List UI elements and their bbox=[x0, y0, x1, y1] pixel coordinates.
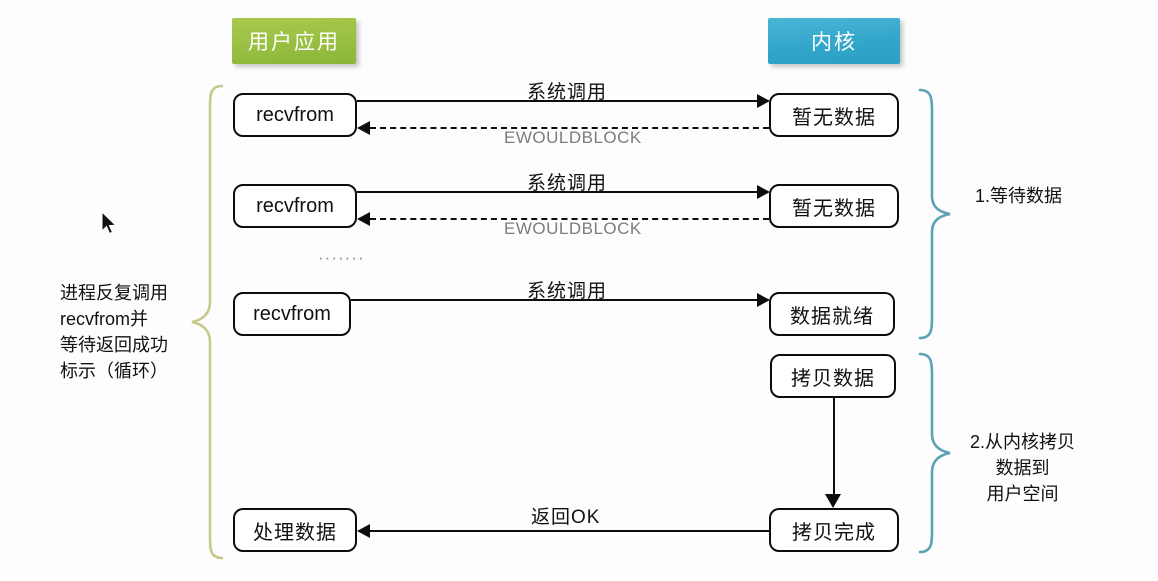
node-kernel-data-ready[interactable]: 数据就绪 bbox=[769, 292, 895, 336]
left-note-text: 进程反复调用 recvfrom并 等待返回成功 标示（循环） bbox=[60, 280, 168, 384]
node-recvfrom-3[interactable]: recvfrom bbox=[233, 292, 351, 336]
edge-return-label-1: EWOULDBLOCK bbox=[504, 128, 642, 147]
edge-return-line-2 bbox=[370, 218, 769, 220]
right-note-phase-2-line-3: 用户空间 bbox=[986, 484, 1059, 504]
edge-syscall-label-3: 系统调用 bbox=[527, 281, 608, 302]
header-kernel: 内核 bbox=[768, 18, 900, 64]
header-user-application: 用户应用 bbox=[232, 18, 356, 64]
edge-syscall-label-1: 系统调用 bbox=[527, 82, 608, 103]
node-kernel-no-data-2[interactable]: 暂无数据 bbox=[769, 184, 899, 228]
node-recvfrom-2[interactable]: recvfrom bbox=[233, 184, 357, 228]
edge-syscall-label-2: 系统调用 bbox=[527, 173, 608, 194]
edge-return-label-2: EWOULDBLOCK bbox=[504, 219, 642, 238]
left-note-line-2: recvfrom并 bbox=[60, 309, 149, 329]
left-note-line-4: 标示（循环） bbox=[60, 361, 168, 381]
edge-copy-arrow bbox=[825, 494, 841, 508]
node-process-data[interactable]: 处理数据 bbox=[233, 508, 357, 552]
node-recvfrom-1[interactable]: recvfrom bbox=[233, 93, 357, 137]
right-note-phase-1-line-1: 1.等待数据 bbox=[975, 186, 1063, 206]
edge-return-ok-line bbox=[370, 530, 769, 532]
edge-return-arrow-1 bbox=[357, 121, 370, 135]
right-note-phase-2-line-2: 数据到 bbox=[995, 458, 1050, 478]
edge-copy-line bbox=[833, 398, 835, 494]
node-kernel-no-data-1[interactable]: 暂无数据 bbox=[769, 93, 899, 137]
right-note-phase-1: 1.等待数据 bbox=[975, 183, 1062, 209]
repeat-ellipsis: ······· bbox=[318, 248, 365, 267]
edge-syscall-line-3 bbox=[351, 299, 767, 301]
mouse-cursor bbox=[101, 211, 117, 235]
right-brace-phase-1 bbox=[918, 88, 951, 340]
edge-return-arrow-2 bbox=[357, 212, 370, 226]
node-kernel-copy-data[interactable]: 拷贝数据 bbox=[770, 354, 896, 398]
edge-syscall-line-1 bbox=[357, 100, 767, 102]
edge-syscall-arrow-3 bbox=[757, 293, 770, 307]
node-kernel-copy-done[interactable]: 拷贝完成 bbox=[769, 508, 899, 552]
edge-return-ok-arrow bbox=[357, 524, 370, 538]
right-note-phase-2: 2.从内核拷贝 数据到 用户空间 bbox=[970, 429, 1075, 507]
edge-syscall-arrow-1 bbox=[757, 94, 770, 108]
left-note-line-3: 等待返回成功 bbox=[60, 335, 168, 355]
right-brace-phase-2 bbox=[918, 352, 951, 554]
edge-return-line-1 bbox=[370, 127, 769, 129]
left-brace-user-process bbox=[191, 84, 224, 560]
edge-syscall-line-2 bbox=[357, 191, 767, 193]
edge-return-ok-label: 返回OK bbox=[531, 507, 601, 528]
left-note-line-1: 进程反复调用 bbox=[60, 283, 168, 303]
right-note-phase-2-line-1: 2.从内核拷贝 bbox=[970, 432, 1076, 452]
edge-syscall-arrow-2 bbox=[757, 185, 770, 199]
